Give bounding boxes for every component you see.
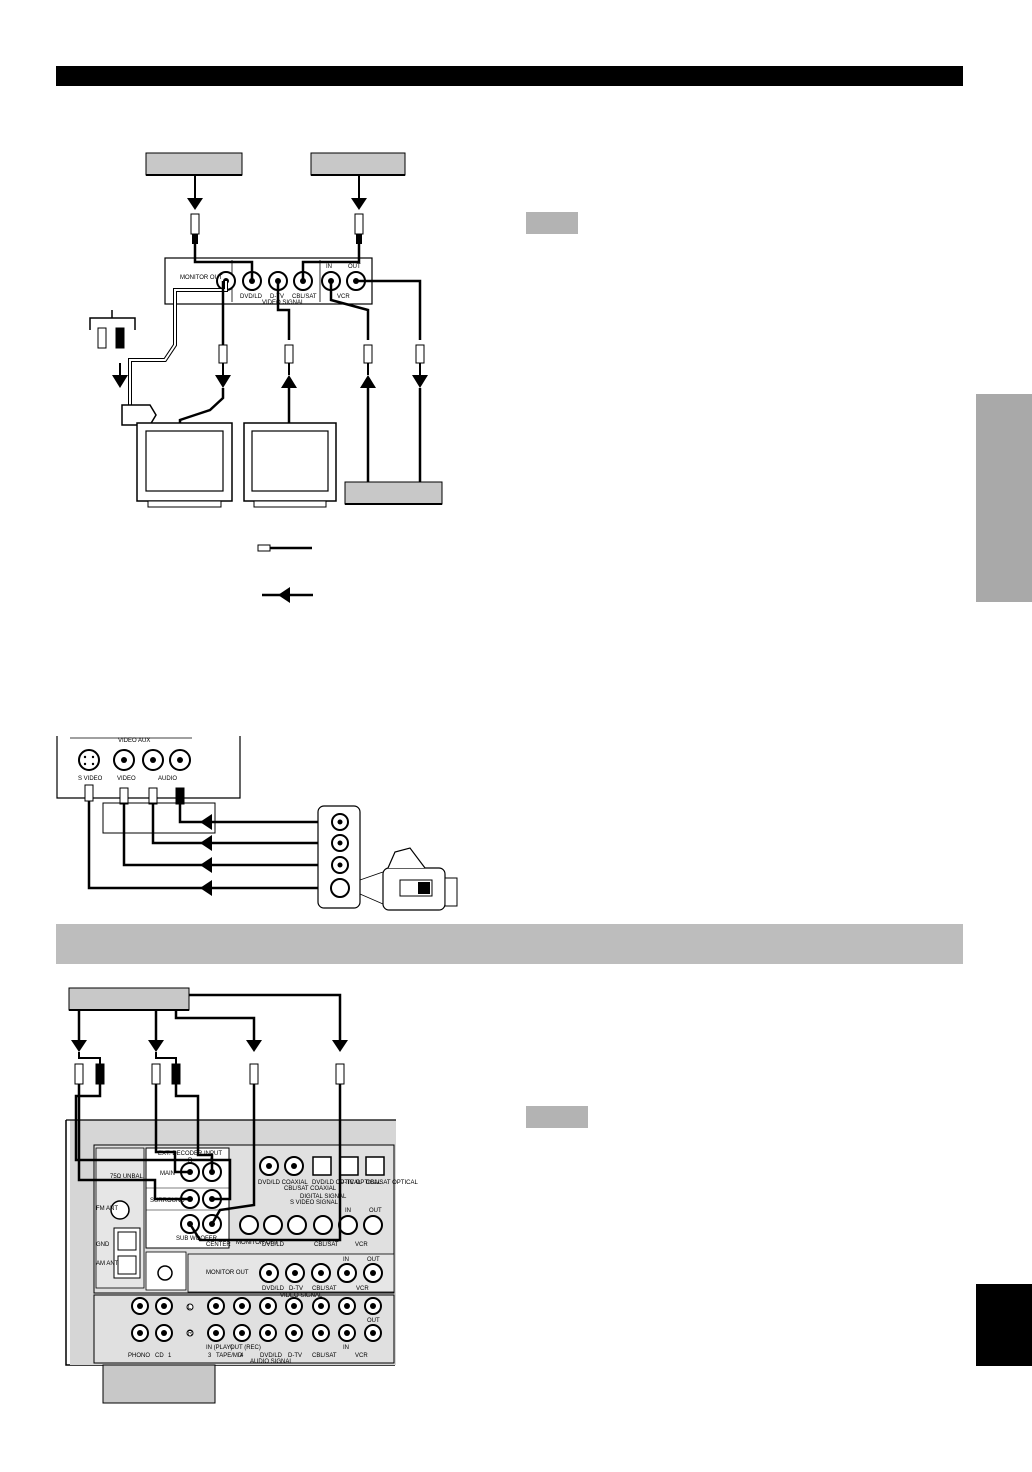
source-component-left (145, 152, 243, 176)
label-video-vcr: VCR (356, 1286, 369, 1292)
note-box-1 (526, 212, 578, 234)
legend-arrow-icon (262, 587, 313, 603)
scart-connector-icon (121, 404, 157, 426)
label-badge-3: 3 (208, 1353, 212, 1359)
label-cd: CD (155, 1353, 164, 1359)
tv-monitor-1 (136, 422, 233, 508)
digital-signal-jacks (259, 1156, 385, 1176)
label-r: R (188, 1158, 193, 1164)
rca-plug-icon (74, 1052, 345, 1085)
label-dvd-ld: DVD/LD (240, 294, 263, 300)
label-dvd-ld-optical: DVD/LD OPTICAL (312, 1180, 362, 1186)
label-surround: SURROUND (150, 1198, 185, 1204)
label-gnd: GND (96, 1242, 110, 1248)
label-vcr: VCR (337, 294, 350, 300)
label-out: OUT (348, 264, 361, 270)
label-ext-decoder-input: EXT. DECODER INPUT (158, 1151, 222, 1157)
section-header-bar (56, 924, 963, 964)
rca-plug-icon (190, 213, 200, 244)
rca-plug-icon (354, 213, 364, 244)
label-vcr-s: VCR (355, 1242, 368, 1248)
label-audio-in: IN (343, 1345, 349, 1351)
label-video-signal: VIDEO SIGNAL (262, 300, 305, 306)
tv-monitor-2 (243, 422, 337, 508)
camcorder-jack-panel (317, 805, 361, 909)
label-audio-dvd-ld: DVD/LD (260, 1353, 283, 1359)
label-cbl-sat-coaxial: CBL/SAT COAXIAL (284, 1186, 337, 1192)
label-main: MAIN (160, 1171, 175, 1177)
s-video-jacks (239, 1215, 383, 1235)
label-sub-woofer: SUB WOOFER (176, 1236, 218, 1242)
label-audio: AUDIO (158, 776, 177, 782)
side-tab-gray (976, 394, 1032, 602)
rca-plug-icon (84, 784, 185, 805)
label-d-tv-optical: D-TV OPTICAL (340, 1180, 382, 1186)
top-header-bar (56, 66, 963, 86)
label-audio-vcr: VCR (355, 1353, 368, 1359)
source-component-right (310, 152, 406, 176)
label-video-cbl-sat: CBL/SAT (312, 1286, 337, 1292)
label-audio-signal: AUDIO SIGNAL (250, 1359, 293, 1365)
camcorder-icon (359, 847, 458, 911)
video-aux-title: VIDEO AUX (118, 738, 150, 744)
label-in-play: IN (PLAY) (206, 1345, 233, 1351)
label-badge-4: 4 (240, 1353, 244, 1359)
vcr-component (344, 481, 443, 505)
note-box-2 (526, 1106, 588, 1128)
label-am-ant: AM ANT (96, 1261, 119, 1267)
label-monitor-out-s: MONITOR OUT (236, 1240, 279, 1246)
side-tab-black (976, 1284, 1032, 1366)
label-r-mark: R (188, 1331, 193, 1337)
label-phono: PHONO (128, 1353, 150, 1359)
label-l: L (210, 1158, 214, 1164)
label-in: IN (326, 264, 332, 270)
label-dvd-ld-coaxial: DVD/LD COAXIAL (258, 1180, 308, 1186)
rca-plug-icon (97, 327, 125, 349)
label-cbl-sat-optical: CBL/SAT OPTICAL (366, 1180, 418, 1186)
label-audio-d-tv: D-TV (288, 1353, 302, 1359)
label-video-out: OUT (367, 1257, 380, 1263)
label-badge-1: 1 (168, 1353, 172, 1359)
rca-plug-icon (218, 344, 425, 364)
label-video-monitor-out: MONITOR OUT (206, 1270, 249, 1276)
label-s-video: S VIDEO (78, 776, 103, 782)
label-video-signal-rear: VIDEO SIGNAL (280, 1293, 323, 1299)
label-cbl-sat-s: CBL/SAT (314, 1242, 339, 1248)
label-s-video-signal: S VIDEO SIGNAL (290, 1200, 339, 1206)
label-dvd-ld-s: DVD/LD (262, 1242, 285, 1248)
label-out-rec: OUT (REC) (230, 1345, 261, 1351)
label-video-d-tv: D-TV (289, 1286, 303, 1292)
legend-plug-icon (257, 544, 312, 552)
label-ohm: 75Ω UNBAL. (110, 1174, 145, 1180)
label-out-s: OUT (369, 1208, 382, 1214)
audio-signal-jacks (131, 1297, 382, 1342)
decoder-component (68, 987, 190, 1011)
label-fm-ant: FM ANT (96, 1206, 118, 1212)
label-tape-md: TAPE/MD (216, 1353, 243, 1359)
label-in-s: IN (345, 1208, 351, 1214)
label-cbl-sat: CBL/SAT (292, 294, 317, 300)
label-center: CENTER (206, 1242, 231, 1248)
label-video: VIDEO (117, 776, 136, 782)
label-l-mark: L (188, 1305, 192, 1311)
label-audio-out: OUT (367, 1318, 380, 1324)
label-audio-cbl-sat: CBL/SAT (312, 1353, 337, 1359)
video-signal-jacks (187, 1253, 395, 1293)
label-video-dvd-ld: DVD/LD (262, 1286, 285, 1292)
label-video-in: IN (343, 1257, 349, 1263)
label-monitor-out: MONITOR OUT (180, 275, 223, 281)
label-digital-signal: DIGITAL SIGNAL (300, 1194, 347, 1200)
